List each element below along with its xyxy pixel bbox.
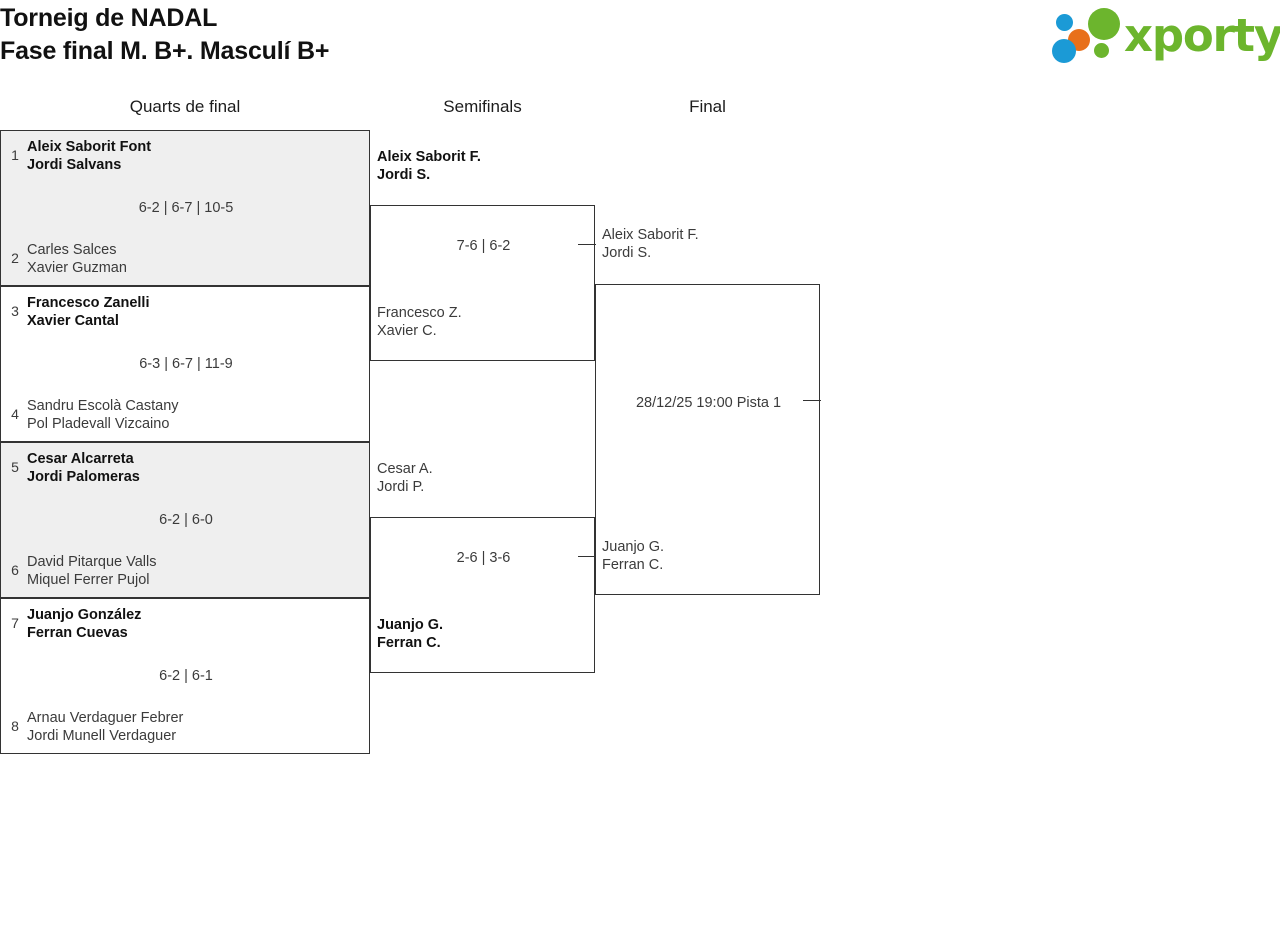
match-score: 2-6 | 3-6 bbox=[456, 550, 511, 566]
semifinal-1-team-bottom: Francesco Z. Xavier C. bbox=[377, 305, 462, 339]
team-top: Juanjo González Ferran Cuevas bbox=[27, 607, 142, 641]
tournament-phase: Fase final M. B+. Masculí B+ bbox=[0, 37, 330, 65]
logo-wordmark: xporty bbox=[1124, 9, 1280, 62]
seed-number: 3 bbox=[11, 303, 19, 319]
match-final[interactable]: 28/12/25 19:00 Pista 1 bbox=[595, 284, 820, 595]
match-score: 7-6 | 6-2 bbox=[456, 238, 511, 254]
match-semifinal-2[interactable]: 2-6 | 3-6 bbox=[370, 517, 595, 673]
match-quarterfinal-1[interactable]: 1 Aleix Saborit Font Jordi Salvans 6-2 |… bbox=[0, 130, 370, 286]
logo-dot-green-large bbox=[1088, 8, 1120, 40]
match-score: 6-2 | 6-1 bbox=[159, 668, 213, 684]
seed-number: 2 bbox=[11, 250, 19, 266]
round-header-semifinals: Semifinals bbox=[443, 97, 522, 116]
seed-number: 8 bbox=[11, 718, 19, 734]
team-bottom: David Pitarque Valls Miquel Ferrer Pujol bbox=[27, 554, 157, 588]
tournament-name: Torneig de NADAL bbox=[0, 4, 218, 32]
page-title: Torneig de NADAL Fase final M. B+. Mascu… bbox=[0, 2, 329, 68]
final-schedule: 28/12/25 19:00 Pista 1 bbox=[635, 395, 782, 411]
round-header-final: Final bbox=[689, 97, 726, 116]
match-semifinal-1[interactable]: 7-6 | 6-2 bbox=[370, 205, 595, 361]
team-top: Cesar Alcarreta Jordi Palomeras bbox=[27, 451, 140, 485]
semifinal-1-team-top: Aleix Saborit F. Jordi S. bbox=[377, 149, 481, 183]
final-team-top: Aleix Saborit F. Jordi S. bbox=[602, 227, 699, 261]
match-score: 6-2 | 6-7 | 10-5 bbox=[138, 200, 234, 216]
semifinal-2-team-top: Cesar A. Jordi P. bbox=[377, 461, 433, 495]
match-quarterfinal-3[interactable]: 5 Cesar Alcarreta Jordi Palomeras 6-2 | … bbox=[0, 442, 370, 598]
seed-number: 7 bbox=[11, 615, 19, 631]
xporty-logo[interactable]: xporty bbox=[1050, 6, 1280, 68]
team-bottom: Arnau Verdaguer Febrer Jordi Munell Verd… bbox=[27, 710, 184, 744]
match-score: 6-2 | 6-0 bbox=[159, 512, 213, 528]
team-bottom: Carles Salces Xavier Guzman bbox=[27, 242, 127, 276]
logo-dot-blue-top bbox=[1056, 14, 1073, 31]
connector-final-out bbox=[803, 400, 821, 401]
connector-sf1-to-final bbox=[578, 244, 596, 245]
seed-number: 5 bbox=[11, 459, 19, 475]
final-team-bottom: Juanjo G. Ferran C. bbox=[602, 539, 665, 573]
logo-dot-green-small bbox=[1094, 43, 1109, 58]
seed-number: 6 bbox=[11, 562, 19, 578]
connector-qf1-to-sf1 bbox=[370, 205, 595, 206]
match-quarterfinal-2[interactable]: 3 Francesco Zanelli Xavier Cantal 6-3 | … bbox=[0, 286, 370, 442]
team-bottom: Sandru Escolà Castany Pol Pladevall Vizc… bbox=[27, 398, 179, 432]
seed-number: 4 bbox=[11, 406, 19, 422]
match-quarterfinal-4[interactable]: 7 Juanjo González Ferran Cuevas 6-2 | 6-… bbox=[0, 598, 370, 754]
team-top: Francesco Zanelli Xavier Cantal bbox=[27, 295, 150, 329]
team-top: Aleix Saborit Font Jordi Salvans bbox=[27, 139, 152, 173]
logo-dot-blue-bottom bbox=[1052, 39, 1076, 63]
semifinal-2-team-bottom: Juanjo G. Ferran C. bbox=[377, 617, 444, 651]
seed-number: 1 bbox=[11, 147, 19, 163]
match-score: 6-3 | 6-7 | 11-9 bbox=[139, 356, 233, 372]
connector-sf2-to-final bbox=[578, 556, 596, 557]
round-header-quarterfinals: Quarts de final bbox=[129, 97, 241, 116]
page-header: Torneig de NADAL Fase final M. B+. Mascu… bbox=[0, 0, 1280, 82]
